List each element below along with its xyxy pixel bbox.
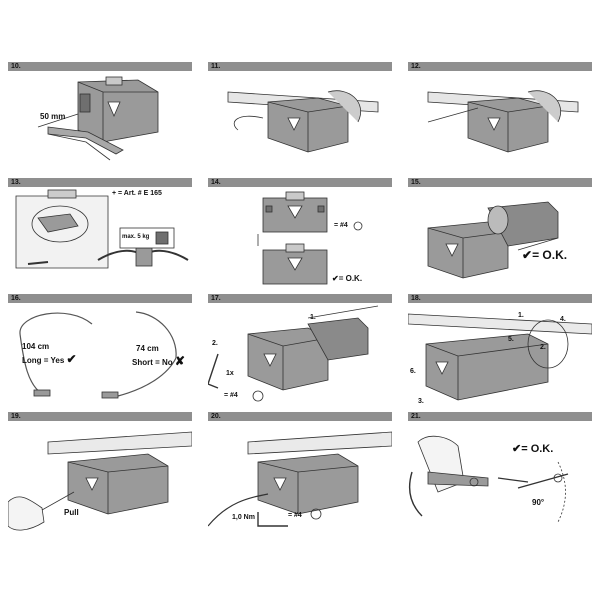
ok-text: = O.K. — [338, 274, 363, 283]
step-number: 10. — [11, 63, 21, 70]
step-header — [208, 294, 392, 303]
step-number: 15. — [411, 179, 421, 186]
pull-label: Pull — [64, 508, 79, 517]
step-panel-11: 11. — [208, 62, 392, 162]
step-2-label: 2. — [212, 340, 218, 347]
step-19-illustration — [8, 431, 192, 531]
long-yes-label: Long = Yes ✔ — [22, 352, 77, 366]
step-17-illustration — [208, 305, 379, 402]
step-panel-14: 14. = #4 ✔= O.K. — [208, 178, 392, 286]
max-weight-label: max. 5 kg — [122, 234, 150, 240]
step-panel-18: 18. 1. 2. 3. 4. 5. 6. — [408, 294, 592, 405]
step-header — [208, 178, 392, 187]
times-label: 1x — [226, 370, 234, 377]
step-number: 17. — [211, 295, 221, 302]
step-header — [408, 412, 592, 421]
ok-text: = O.K. — [521, 443, 554, 455]
step-panel-17: 17. 1. 2. 1x = #4 — [208, 294, 392, 404]
article-label: + = Art. # E 165 — [112, 190, 162, 197]
step-panel-16: 16. 104 cm Long = Yes ✔ 74 cm Short = No… — [8, 294, 192, 404]
step-header — [8, 412, 192, 421]
step-panel-15: 15. ✔= O.K. — [408, 178, 592, 286]
step-10-illustration — [37, 76, 159, 161]
step-5-label: 5. — [508, 336, 514, 343]
step-number: 21. — [411, 413, 421, 420]
step-header — [208, 62, 392, 71]
step-20-illustration — [208, 431, 392, 527]
step-number: 16. — [11, 295, 21, 302]
step-number: 14. — [211, 179, 221, 186]
ok-label: ✔= O.K. — [522, 248, 567, 262]
washer-label: = #4 — [288, 512, 302, 519]
ok-label: ✔= O.K. — [332, 274, 362, 283]
step-3-label: 3. — [418, 398, 424, 405]
ok-label: ✔= O.K. — [512, 442, 553, 455]
ok-text: = O.K. — [532, 248, 568, 262]
step-21-illustration — [408, 435, 569, 523]
step-11-illustration — [227, 90, 379, 153]
short-no-label: Short = No ✘ — [132, 354, 185, 368]
step-panel-10: 10. 50 mm — [8, 62, 192, 162]
short-text: Short = No — [132, 358, 173, 367]
step-number: 18. — [411, 295, 421, 302]
long-text: Long = Yes — [22, 356, 65, 365]
angle-label: 90° — [532, 498, 545, 507]
check-icon: ✔ — [512, 443, 522, 455]
step-header — [408, 178, 592, 187]
check-icon: ✔ — [522, 248, 533, 262]
long-length-label: 104 cm — [22, 342, 50, 351]
torque-label: 1,0 Nm — [232, 514, 255, 521]
step-number: 13. — [11, 179, 21, 186]
step-panel-21: 21. ✔= O.K. 90° — [408, 412, 592, 536]
step-15-illustration — [427, 201, 559, 279]
check-icon: ✔ — [66, 352, 77, 366]
step-number: 19. — [11, 413, 21, 420]
check-icon: ✔ — [332, 274, 339, 283]
short-length-label: 74 cm — [136, 344, 159, 353]
step-16-illustration — [19, 311, 177, 399]
step-panel-13: 13. + = Art. # E 165 max. 5 kg — [8, 178, 192, 286]
step-6-label: 6. — [410, 368, 416, 375]
step-4-label: 4. — [560, 316, 566, 323]
step-panel-12: 12. — [408, 62, 592, 162]
step-panel-20: 20. 1,0 Nm = #4 — [208, 412, 392, 536]
step-header — [8, 62, 192, 71]
step-header — [8, 178, 192, 187]
step-header — [408, 294, 592, 303]
step-18-illustration — [408, 313, 592, 401]
washer-label: = #4 — [334, 222, 348, 229]
step-number: 11. — [211, 63, 221, 70]
step-1-label: 1. — [518, 312, 524, 319]
step-number: 12. — [411, 63, 421, 70]
step-13-illustration — [15, 189, 189, 269]
step-2-label: 2. — [540, 344, 546, 351]
step-12-illustration — [427, 90, 579, 153]
step-14-illustration — [257, 191, 363, 285]
cross-icon: ✘ — [174, 354, 185, 368]
step-1-label: 1. — [310, 314, 316, 321]
step-number: 20. — [211, 413, 221, 420]
step-header — [408, 62, 592, 71]
step-header — [8, 294, 192, 303]
washer-label: = #4 — [224, 392, 238, 399]
step-header — [208, 412, 392, 421]
measure-label: 50 mm — [40, 112, 66, 121]
step-panel-19: 19. Pull — [8, 412, 192, 536]
